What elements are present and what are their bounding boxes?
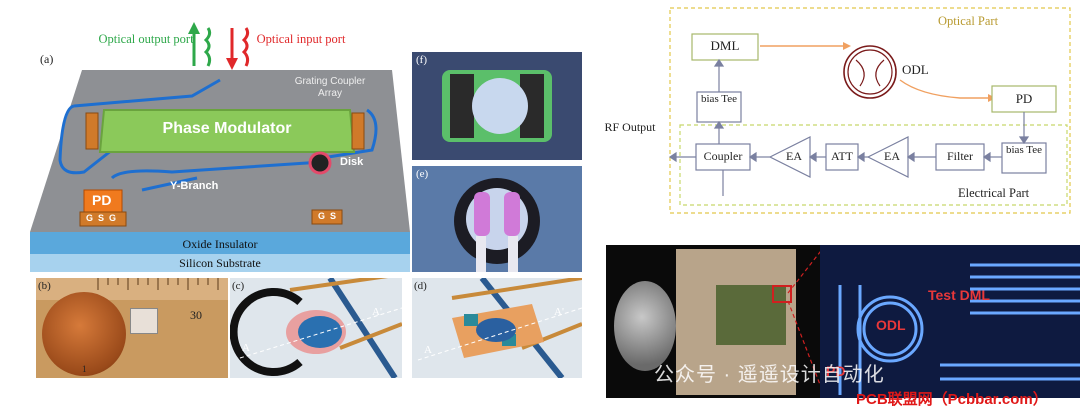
gs-label: GS	[318, 211, 342, 221]
panel-label-c: (c)	[232, 280, 245, 292]
y-branch-label: Y-Branch	[170, 180, 219, 192]
watermark: 公众号 · 遥遥设计自动化	[654, 364, 885, 386]
disk-label: Disk	[340, 156, 364, 168]
phase-modulator-label: Phase Modulator	[162, 120, 292, 137]
pcb-photo: Test DML ODL PD	[606, 245, 1080, 398]
panel-b-photo: (b) 30 1	[36, 278, 228, 378]
overlay-pd: PD	[826, 363, 846, 379]
electrical-part-label: Electrical Part	[958, 186, 1030, 200]
overlay-test-dml: Test DML	[928, 287, 990, 303]
pd-box-label: PD	[1015, 91, 1033, 106]
section-label-a-d: A	[424, 344, 432, 356]
ea-right-label: EA	[884, 149, 900, 163]
pd-label: PD	[92, 192, 112, 208]
panel-c-render: (c) A A'	[230, 278, 402, 378]
panel-label-b: (b)	[38, 280, 51, 292]
ea-left-label: EA	[786, 149, 802, 163]
section-label-a-c: A	[242, 342, 250, 354]
bias-tee-top-label: bias Tee	[701, 93, 737, 105]
dml-box-label: DML	[710, 38, 740, 53]
panel-d-render: (d) A A'	[412, 278, 582, 378]
panel-e-micrograph: (e)	[412, 166, 582, 272]
filter-box-label: Filter	[947, 149, 973, 163]
coin-image	[42, 292, 126, 376]
left-figure: (a) Optical output port Optical input po…	[22, 0, 582, 413]
coupler-box-label: Coupler	[703, 149, 743, 163]
chip-illustration	[30, 22, 410, 272]
oxide-insulator-label: Oxide Insulator	[182, 237, 258, 251]
optical-input-port-label: Optical input port	[256, 32, 346, 46]
panel-label-e: (e)	[416, 168, 429, 180]
silicon-substrate-label: Silicon Substrate	[179, 256, 261, 270]
coin-photo	[614, 281, 676, 371]
section-label-a-prime-c: A'	[372, 306, 382, 318]
grating-coupler-array-label: Grating Coupler Array	[294, 76, 366, 99]
block-diagram	[668, 7, 1071, 214]
chip-sample	[130, 308, 158, 334]
section-label-a-prime-d: A'	[554, 306, 564, 318]
footer-brand: PCB联盟网（Pcbbar.com）	[856, 391, 1048, 408]
rf-output-label: RF Output	[604, 120, 656, 134]
att-box-label: ATT	[831, 149, 853, 163]
pd-gsg-label: GSG	[86, 213, 122, 223]
overlay-odl: ODL	[876, 317, 906, 333]
odl-label: ODL	[902, 62, 929, 77]
micrograph-zoom: Test DML ODL PD	[820, 245, 1080, 398]
ruler-mark-1: 1	[82, 364, 87, 374]
panel-label-a: (a)	[40, 52, 54, 66]
ruler-mark-30: 30	[190, 308, 202, 322]
optical-part-label: Optical Part	[938, 14, 999, 28]
panel-f-micrograph: (f)	[412, 52, 582, 160]
panel-label-d: (d)	[414, 280, 427, 292]
panel-label-f: (f)	[416, 54, 427, 66]
bias-tee-right-label: bias Tee	[1006, 144, 1042, 156]
optical-output-port-label: Optical output port	[98, 32, 194, 46]
